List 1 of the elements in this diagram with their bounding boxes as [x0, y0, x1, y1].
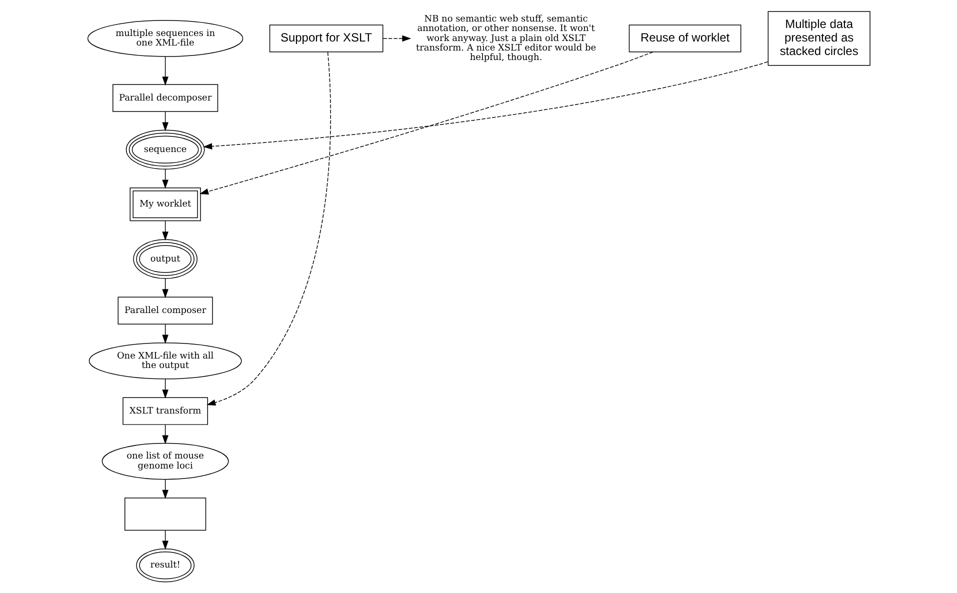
node-text: NB no semantic web stuff, semantic annotation, or other nonsense. It won't work anyway. Just a plain old XSLT transform. A nice XSLT editor would be helpful, though. [416, 14, 596, 64]
